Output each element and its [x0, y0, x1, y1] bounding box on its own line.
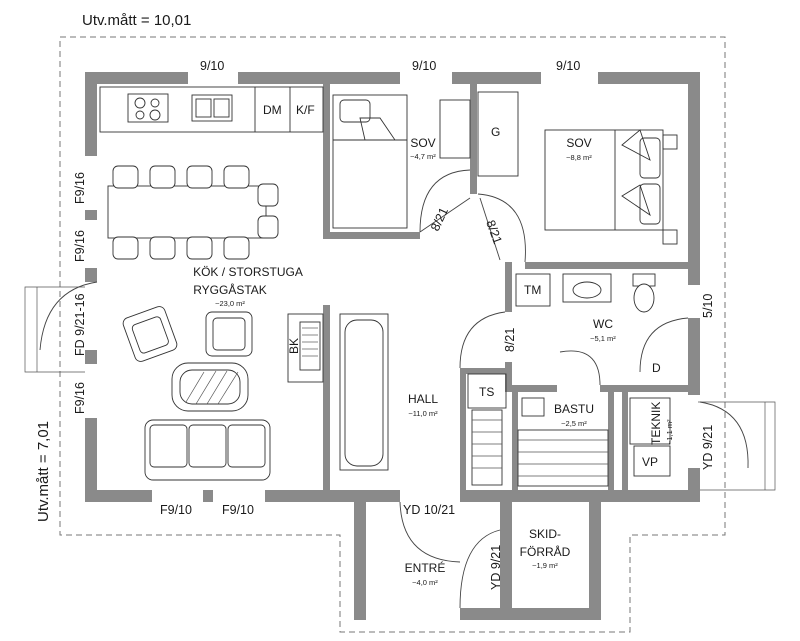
wc-fixtures — [467, 273, 656, 486]
room-name-kok-line2: RYGGÅSTAK — [193, 282, 267, 297]
door-swings — [39, 169, 749, 609]
window-label-top-2: 9/10 — [412, 59, 436, 73]
door-label-wc: 8/21 — [503, 328, 517, 352]
drying-cabinet-label: TS — [479, 385, 494, 399]
room-area-bastu: ~2,5 m² — [561, 419, 587, 428]
room-area-skid: ~1,9 m² — [532, 561, 558, 570]
room-area-entre: ~4,0 m² — [412, 578, 438, 587]
hall-bench — [339, 313, 389, 471]
dining-table — [107, 165, 279, 260]
room-name-skid-line2: FÖRRÅD — [520, 544, 571, 559]
room-area-kok: ~23,0 m² — [215, 299, 245, 308]
teknik-units — [629, 397, 671, 477]
room-area-sov2: ~8,8 m² — [566, 153, 592, 162]
outer-height-label: Utv.mått = 7,01 — [35, 421, 52, 522]
outer-width-label: Utv.mått = 10,01 — [82, 12, 191, 29]
door-label-right: YD 9/21 — [701, 425, 715, 470]
room-name-sov1: SOV — [410, 136, 435, 150]
room-name-entre: ENTRÉ — [405, 560, 446, 575]
window-label-right: 5/10 — [701, 294, 715, 318]
room-area-hall: ~11,0 m² — [408, 409, 438, 418]
window-label-left-1: F9/16 — [73, 172, 87, 204]
door-label-sov2: 8/21 — [483, 218, 504, 246]
tumble-dryer-label: TM — [524, 283, 541, 297]
room-area-sov1: ~4,7 m² — [410, 152, 436, 161]
window-label-bottom-1: F9/10 — [160, 503, 192, 517]
bed-sov2 — [477, 91, 678, 245]
window-label-top-3: 9/10 — [556, 59, 580, 73]
room-name-teknik: TEKNIK — [649, 402, 663, 445]
room-area-wc: ~5,1 m² — [590, 334, 616, 343]
room-name-bastu: BASTU — [554, 402, 594, 416]
sauna-benches — [517, 397, 609, 487]
door-label-entry: YD 10/21 — [403, 503, 455, 517]
window-label-bottom-2: F9/10 — [222, 503, 254, 517]
bed-sov1 — [332, 94, 471, 229]
fridge-freezer-label: K/F — [296, 103, 315, 117]
door-label-left: FD 9/21-16 — [73, 293, 87, 356]
dishwasher-label: DM — [263, 103, 282, 117]
left-terrace — [24, 286, 85, 373]
window-label-left-3: F9/16 — [73, 382, 87, 414]
shower-label: D — [652, 361, 661, 375]
door-label-skid: YD 9/21 — [489, 545, 503, 590]
room-name-hall: HALL — [408, 392, 438, 406]
wardrobe-label: G — [491, 125, 500, 139]
walls — [85, 72, 700, 620]
stove-label: BK — [287, 338, 301, 354]
window-label-top-1: 9/10 — [200, 59, 224, 73]
living-furniture — [122, 306, 271, 481]
kitchen-counter — [99, 86, 324, 133]
room-name-kok-line1: KÖK / STORSTUGA — [193, 265, 303, 279]
room-name-sov2: SOV — [566, 136, 591, 150]
outer-dimension-outline — [59, 36, 726, 633]
room-name-wc: WC — [593, 317, 613, 331]
stove-bk — [287, 313, 324, 383]
room-name-skid-line1: SKID- — [529, 527, 561, 541]
room-area-teknik: ~1,1 m² — [665, 419, 674, 445]
door-label-sov1: 8/21 — [428, 205, 451, 233]
right-terrace — [698, 401, 776, 491]
window-label-left-2: F9/16 — [73, 230, 87, 262]
heat-pump-label: VP — [642, 455, 658, 469]
